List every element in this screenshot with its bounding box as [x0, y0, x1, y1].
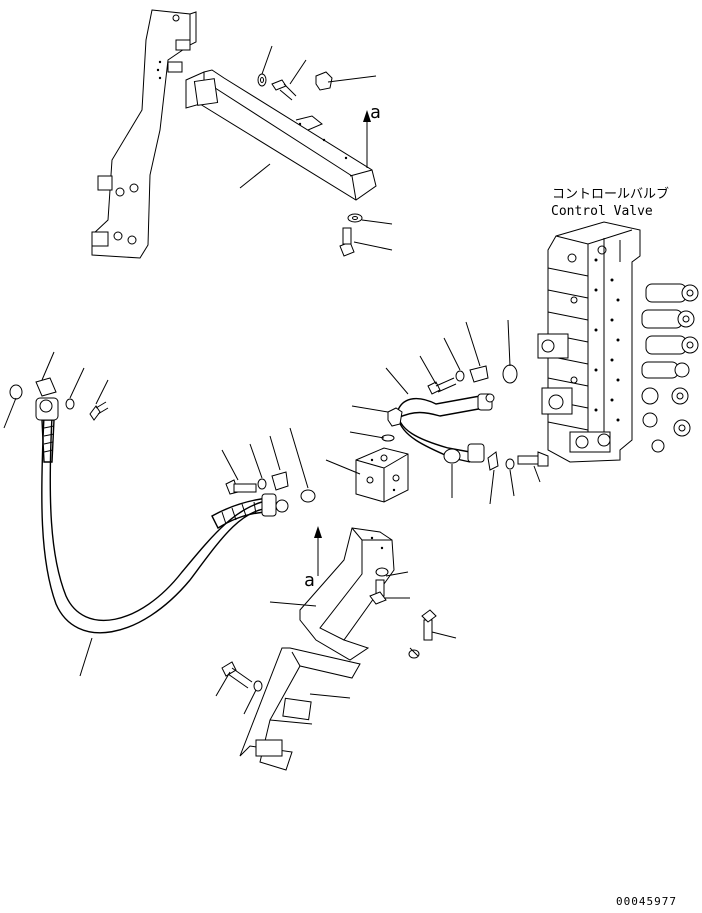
lower-bracket — [299, 527, 395, 661]
control-valve-label-en: Control Valve — [551, 204, 653, 219]
control-valve-label: コントロールバルブ Control Valve — [551, 186, 669, 219]
o-ring-block — [443, 448, 461, 464]
flange-lower-right — [487, 451, 499, 471]
view-arrow-bottom: a — [304, 526, 322, 591]
washer-mid — [257, 478, 267, 490]
frame-bracket — [239, 647, 361, 771]
flange-hose-end — [35, 377, 57, 397]
top-nut — [315, 71, 333, 91]
flange-mid — [271, 471, 289, 491]
block-plug — [387, 407, 403, 427]
control-valve-label-jp: コントロールバルブ — [552, 186, 669, 202]
top-bolt — [271, 79, 297, 101]
bolt-frame — [421, 609, 437, 641]
control-valve — [537, 221, 699, 463]
o-ring-left — [300, 489, 316, 503]
bolt-lower-right — [517, 451, 549, 467]
leader-lines-top — [239, 45, 393, 251]
view-arrow-top: a — [363, 102, 381, 168]
bolt-upper — [427, 377, 457, 395]
top-washer — [257, 73, 267, 87]
o-ring-hose-end — [9, 384, 23, 400]
washer-frame — [408, 649, 420, 659]
view-marker-bottom: a — [304, 570, 315, 591]
bolt-hose-end — [89, 401, 109, 421]
bolt-frame-left — [221, 661, 253, 689]
washer-upper — [455, 370, 465, 382]
o-ring-valve — [502, 364, 518, 384]
bolt-mid — [225, 479, 257, 495]
washer-frame-left — [253, 680, 263, 692]
view-marker-top: a — [370, 102, 381, 123]
hose-long — [35, 397, 289, 634]
bracket-washer — [347, 213, 363, 223]
washer-hose-end — [65, 398, 75, 410]
bracket-bolt — [339, 227, 355, 257]
drawing-number: 00045977 — [616, 895, 677, 908]
leader-lines-lower — [3, 319, 541, 715]
bracket-beam — [185, 69, 377, 201]
washer-lower-bracket — [375, 567, 389, 577]
flange-upper — [469, 365, 489, 383]
junction-block — [355, 447, 409, 503]
washer-lower-right — [505, 458, 515, 470]
bolt-lower-bracket — [369, 579, 387, 605]
mounting-plate — [91, 9, 197, 259]
